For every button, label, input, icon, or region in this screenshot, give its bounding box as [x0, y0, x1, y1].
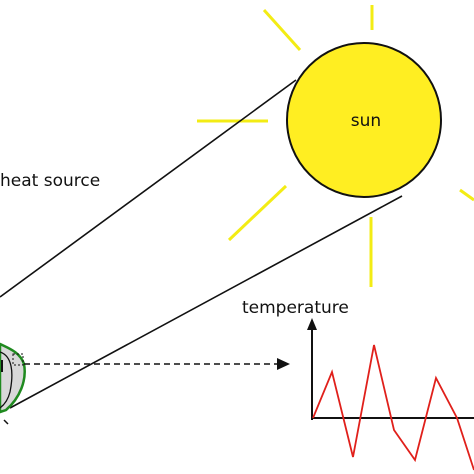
temperature-signal-line [312, 344, 474, 471]
arrow-head-icon [277, 358, 290, 370]
sun-ray [459, 188, 474, 202]
temperature-label: temperature [242, 298, 349, 318]
object-inner-contour [0, 351, 13, 409]
sun-ray [262, 8, 302, 52]
tangent-line-lower [9, 195, 403, 409]
heat-source-label: heat source [0, 171, 100, 191]
sun-icon [286, 42, 442, 198]
probe-box [12, 353, 24, 366]
tangent-line-upper [0, 79, 297, 298]
sun-ray [227, 184, 288, 242]
y-axis-arrow-icon [307, 318, 317, 330]
object-base-tick [3, 419, 9, 425]
sun-rays [197, 5, 474, 287]
sun-label: sun [351, 111, 381, 131]
